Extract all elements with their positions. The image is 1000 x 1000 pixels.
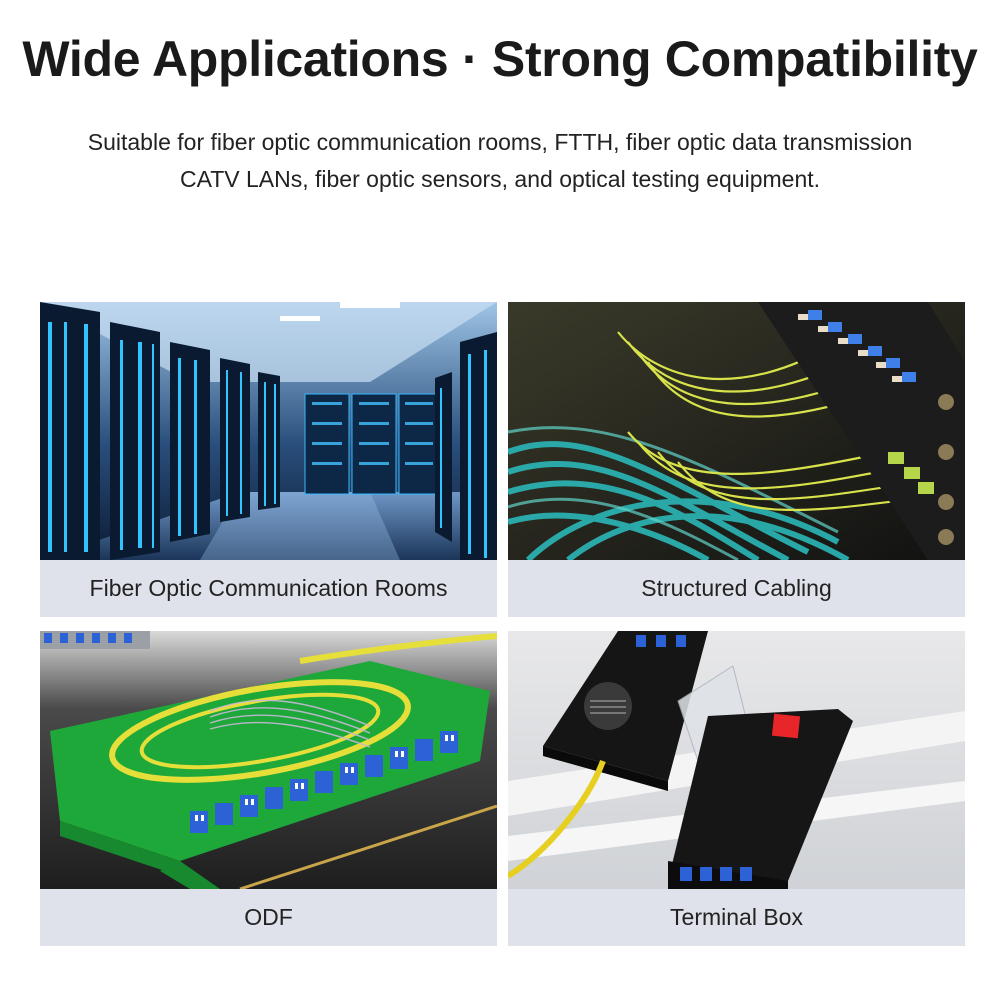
- application-card-structured-cabling: Structured Cabling: [508, 302, 965, 617]
- subtitle-line-1: Suitable for fiber optic communication r…: [87, 129, 913, 155]
- fiber-patch-cords-photo: [508, 302, 965, 560]
- terminal-box-photo: [508, 631, 965, 889]
- caption-structured-cabling: Structured Cabling: [508, 560, 965, 617]
- page-subtitle: Suitable for fiber optic communication r…: [0, 124, 1000, 198]
- page-title: Wide Applications · Strong Compatibility: [22, 31, 978, 87]
- application-card-terminal-box: Terminal Box: [508, 631, 965, 946]
- odf-splice-tray-photo: [40, 631, 497, 889]
- caption-communication-rooms: Fiber Optic Communication Rooms: [40, 560, 497, 617]
- server-room-photo: [40, 302, 497, 560]
- application-card-odf: ODF: [40, 631, 497, 946]
- caption-odf: ODF: [40, 889, 497, 946]
- caption-terminal-box: Terminal Box: [508, 889, 965, 946]
- subtitle-line-2: CATV LANs, fiber optic sensors, and opti…: [179, 166, 821, 192]
- application-card-communication-rooms: Fiber Optic Communication Rooms: [40, 302, 497, 617]
